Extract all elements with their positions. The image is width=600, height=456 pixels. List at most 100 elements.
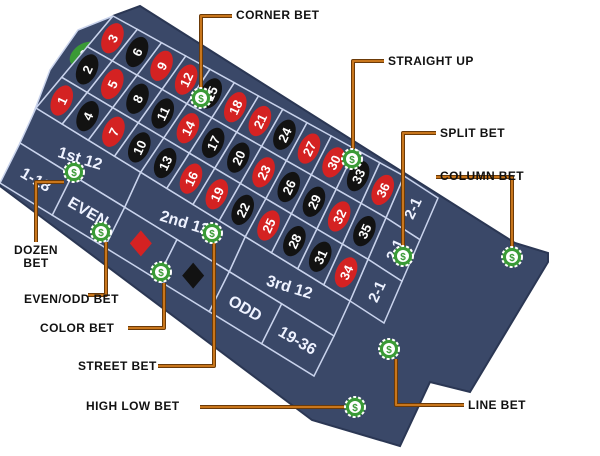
number-label-31: 31 <box>311 247 331 266</box>
color-bet-chip-center <box>155 266 167 278</box>
number-label-28: 28 <box>285 232 305 251</box>
number-label-20: 20 <box>229 148 249 167</box>
number-oval-8 <box>126 83 149 114</box>
line-bet-chip-center <box>383 343 395 355</box>
street-bet-chip-symbol: $ <box>209 229 215 240</box>
number-label-10: 10 <box>130 138 150 157</box>
straight-up-leader <box>352 60 384 149</box>
number-label-33: 33 <box>349 167 369 186</box>
dozen-bet-chip: $ <box>63 161 85 183</box>
number-label-26: 26 <box>279 178 299 197</box>
line-bet-label: LINE BET <box>468 398 526 412</box>
number-oval-6 <box>125 36 149 68</box>
number-oval-31 <box>308 241 332 272</box>
number-label-27: 27 <box>300 139 320 158</box>
high-low-bet-chip-center <box>349 401 361 413</box>
split-bet-leader <box>402 132 436 246</box>
column-bet-chip: $ <box>501 246 523 268</box>
number-label-35: 35 <box>355 222 375 241</box>
even-odd-bet-leader <box>88 242 107 296</box>
number-oval-22 <box>231 194 254 225</box>
number-oval-3 <box>101 23 124 54</box>
number-label-36: 36 <box>373 180 393 199</box>
number-label-14: 14 <box>179 118 199 138</box>
straight-up-chip: $ <box>341 148 363 170</box>
corner-bet-label: CORNER BET <box>236 8 320 22</box>
number-oval-2 <box>75 54 99 85</box>
red-diamond <box>129 230 152 257</box>
outside-box-6 <box>260 302 335 378</box>
column-bet-chip-symbol: $ <box>509 253 515 264</box>
number-oval-21 <box>248 105 272 137</box>
number-oval-32 <box>327 201 351 232</box>
number-oval-16 <box>179 163 203 194</box>
number-oval-34 <box>334 257 358 288</box>
street-bet-label: STREET BET <box>78 359 157 373</box>
number-oval-29 <box>302 186 326 217</box>
number-label-25: 25 <box>259 216 279 235</box>
line-bet-leader <box>395 359 464 406</box>
dozen-bet-chip-symbol: $ <box>71 168 77 179</box>
number-label-34: 34 <box>337 262 357 282</box>
straight-up-leader-outline <box>351 59 384 149</box>
even-odd-bet-label: EVEN/ODD BET <box>24 292 119 306</box>
column-bet-label: COLUMN BET <box>440 169 524 183</box>
number-oval-20 <box>227 142 250 173</box>
number-label-17: 17 <box>204 133 224 152</box>
number-label-12: 12 <box>177 70 197 89</box>
number-oval-28 <box>283 225 306 257</box>
number-oval-10 <box>127 132 151 163</box>
number-label-24: 24 <box>275 125 295 145</box>
split-bet-chip-center <box>397 250 409 262</box>
dozen-bet-leader <box>35 181 64 242</box>
number-oval-23 <box>252 157 275 188</box>
number-oval-27 <box>297 133 321 164</box>
corner-bet-chip-center <box>195 92 207 104</box>
number-label-23: 23 <box>254 163 274 182</box>
straight-up-chip-center <box>346 153 358 165</box>
street-bet-chip-center <box>206 227 218 239</box>
number-oval-11 <box>151 98 175 129</box>
number-oval-1 <box>50 85 74 116</box>
line-bet-chip: $ <box>378 338 400 360</box>
number-oval-5 <box>101 68 124 100</box>
number-label-16: 16 <box>182 169 202 188</box>
corner-bet-chip-symbol: $ <box>198 94 204 105</box>
straight-up-chip-symbol: $ <box>349 155 355 166</box>
number-oval-24 <box>273 119 296 150</box>
dozen-bet-label-line2: BET <box>23 256 49 270</box>
split-bet-chip: $ <box>392 245 414 267</box>
number-oval-12 <box>174 64 198 95</box>
number-oval-13 <box>153 147 177 179</box>
black-diamond <box>182 262 205 289</box>
number-oval-19 <box>205 179 229 210</box>
column-bet-leader <box>436 176 513 247</box>
number-oval-35 <box>353 216 376 247</box>
number-label-21: 21 <box>250 111 270 130</box>
number-oval-7 <box>102 116 125 147</box>
color-bet-chip: $ <box>150 261 172 283</box>
number-label-30: 30 <box>324 153 344 172</box>
color-bet-label: COLOR BET <box>40 321 115 335</box>
even-odd-bet-chip-symbol: $ <box>98 228 104 239</box>
corner-bet-chip: $ <box>190 87 212 109</box>
number-label-32: 32 <box>330 207 350 226</box>
number-label-22: 22 <box>233 200 253 219</box>
split-bet-label: SPLIT BET <box>440 126 505 140</box>
street-bet-chip: $ <box>201 222 223 244</box>
number-oval-26 <box>277 171 301 203</box>
number-label-29: 29 <box>305 192 325 211</box>
number-label-19: 19 <box>207 185 227 204</box>
even-odd-bet-chip-center <box>95 226 107 238</box>
street-bet-leader <box>158 243 215 367</box>
color-bet-leader <box>128 283 165 329</box>
dozen-bet-label: DOZEN BET <box>8 244 64 270</box>
high-low-bet-label: HIGH LOW BET <box>86 399 180 413</box>
split-bet-chip-symbol: $ <box>400 252 406 263</box>
number-oval-18 <box>223 92 247 123</box>
number-oval-9 <box>150 50 173 81</box>
dozen-bet-label-line1: DOZEN <box>14 243 58 257</box>
number-oval-30 <box>322 147 345 178</box>
